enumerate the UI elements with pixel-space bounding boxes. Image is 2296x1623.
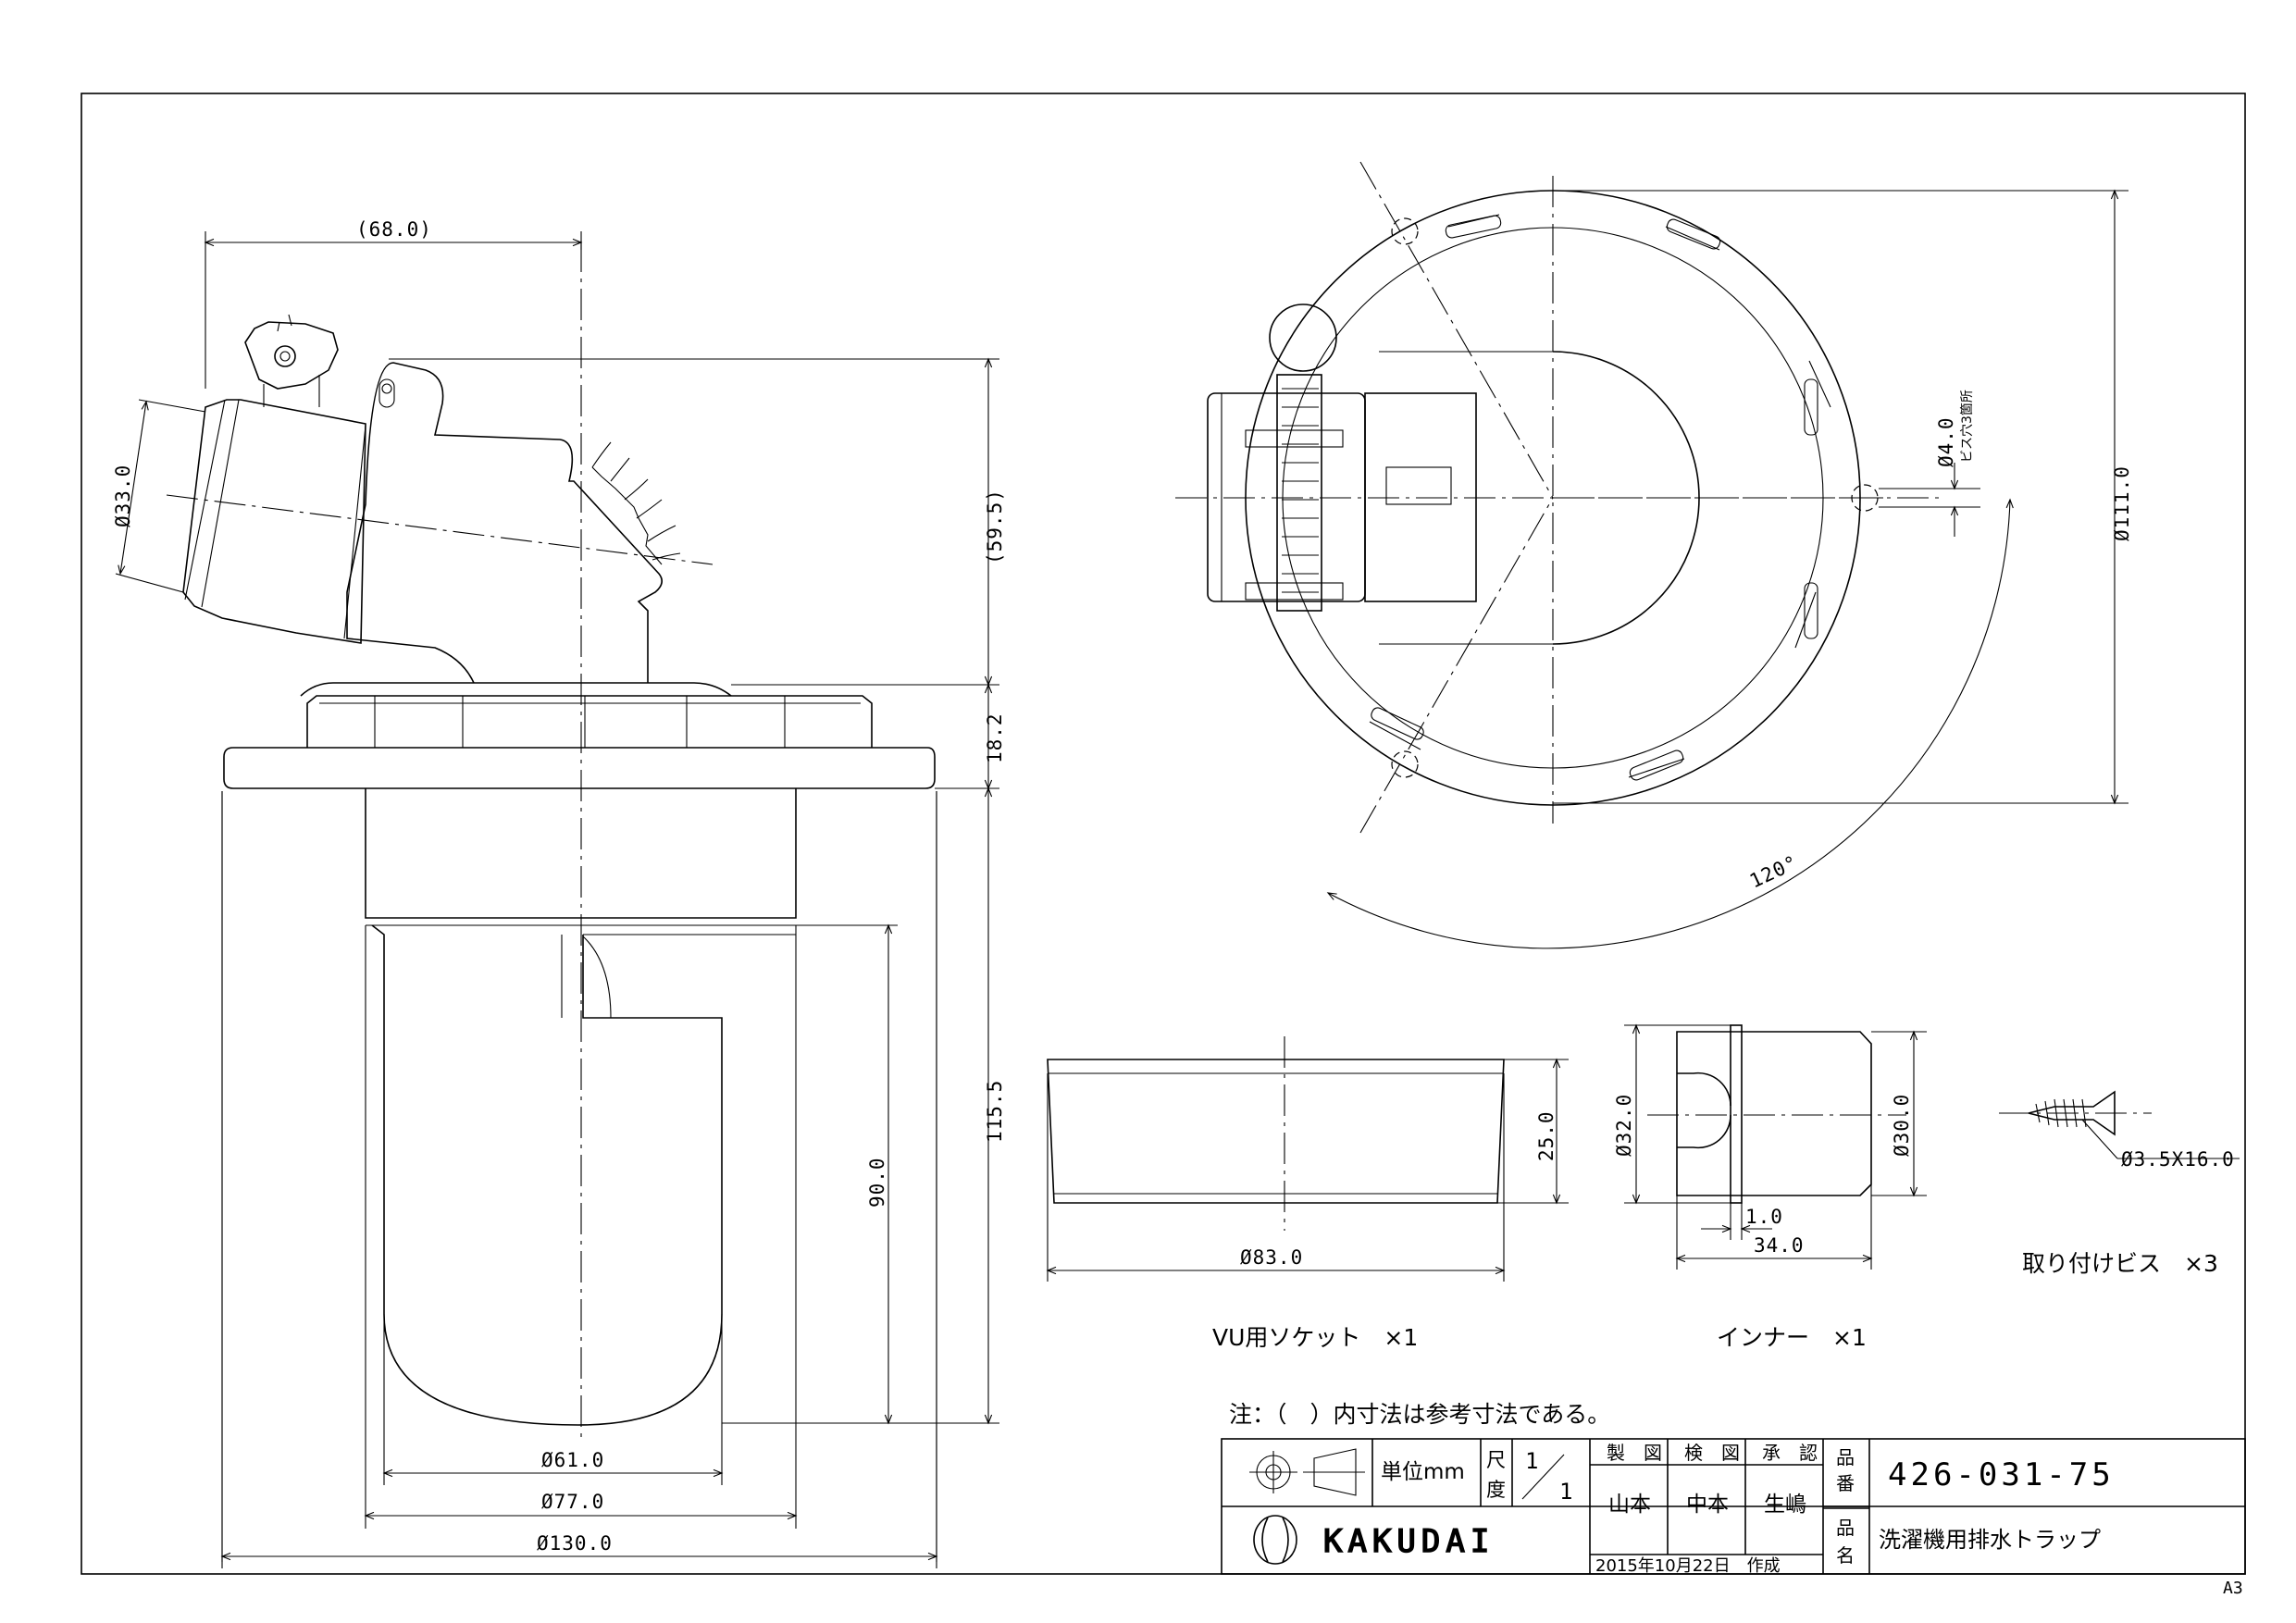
scale-numerator: 1 <box>1525 1448 1538 1474</box>
scale-label-1: 尺 <box>1486 1449 1506 1471</box>
dim-34: 34.0 <box>1754 1234 1805 1257</box>
dim-32: Ø32.0 <box>1613 1094 1635 1157</box>
screw-shape <box>2028 1090 2116 1136</box>
dim-83: Ø83.0 <box>1240 1246 1303 1269</box>
projection-symbol-icon <box>1249 1448 1365 1496</box>
dim-111: Ø111.0 <box>2111 465 2133 541</box>
paper-size: A3 <box>2223 1579 2243 1598</box>
inner-view: Ø32.0 Ø30.0 1.0 34.0 インナー ×1 <box>1613 1023 1927 1351</box>
kakudai-logo-icon <box>1253 1515 1297 1565</box>
drawing-frame <box>81 93 2246 1575</box>
dim-130: Ø130.0 <box>537 1532 613 1555</box>
dim-61: Ø61.0 <box>541 1449 604 1471</box>
reference-note: 注：（ ）内寸法は参考寸法である。 <box>1229 1401 1610 1428</box>
screw-view: Ø3.5X16.0 取り付けビス ×3 <box>1999 1090 2240 1277</box>
part-name: 洗濯機用排水トラップ <box>1879 1527 2101 1553</box>
dim-angle: 120° <box>1746 851 1802 893</box>
drawn-by: 山本 <box>1608 1493 1651 1517</box>
top-view: Ø111.0 Ø4.0 ビス穴3箇所 120° <box>1175 161 2133 949</box>
approved-by: 生嶋 <box>1764 1493 1806 1517</box>
dim-68: (68.0) <box>356 218 432 241</box>
part-name-label-1: 品 <box>1836 1517 1855 1539</box>
scale-denominator: 1 <box>1559 1479 1572 1505</box>
screw-label: 取り付けビス ×3 <box>2022 1250 2218 1277</box>
inner-body <box>1676 1031 1872 1196</box>
dim-77: Ø77.0 <box>541 1491 604 1513</box>
clamp-bolt <box>274 345 296 367</box>
top-clamp-knob <box>1269 304 1337 372</box>
checked-by: 中本 <box>1686 1493 1729 1517</box>
title-block: 単位mm 尺 度 1 1 製 図 検 図 承 認 山本 中本 生嶋 品 番 42… <box>1221 1438 2246 1576</box>
dim-1: 1.0 <box>1745 1206 1783 1228</box>
scale-label-2: 度 <box>1486 1479 1506 1501</box>
part-no-label-1: 品 <box>1836 1446 1855 1468</box>
trap-flange <box>223 747 936 789</box>
part-no-label-2: 番 <box>1836 1472 1855 1494</box>
dim-screw: Ø3.5X16.0 <box>2121 1148 2235 1171</box>
socket-view: 25.0 Ø83.0 VU用ソケット ×1 <box>1046 1036 1569 1351</box>
trap-nut <box>306 695 873 748</box>
dim-59-5: (59.5) <box>984 489 1006 564</box>
part-name-label-2: 名 <box>1836 1544 1855 1567</box>
trap-cup <box>371 924 723 1426</box>
dim-115-5: 115.5 <box>984 1080 1006 1143</box>
header-approved: 承 認 <box>1762 1442 1818 1464</box>
screw-hole-note: ビス穴3箇所 <box>1959 390 1975 463</box>
trap-hose-end <box>182 399 366 644</box>
creation-date: 2015年10月22日 作成 <box>1595 1556 1781 1576</box>
socket-body <box>1047 1059 1505 1204</box>
dim-4: Ø4.0 <box>1935 416 1957 467</box>
part-number: 426-031-75 <box>1888 1456 2115 1493</box>
socket-label: VU用ソケット ×1 <box>1212 1324 1418 1351</box>
brand-name: KAKUDAI <box>1323 1523 1495 1560</box>
side-view: (68.0) Ø33.0 (59.5) 18.2 115.5 90.0 Ø61.… <box>112 218 1006 1568</box>
dim-33: Ø33.0 <box>112 465 134 527</box>
inner-label: インナー ×1 <box>1717 1324 1867 1351</box>
dim-90: 90.0 <box>866 1157 888 1208</box>
trap-elbow <box>346 362 663 684</box>
header-checked: 検 図 <box>1684 1442 1740 1464</box>
dim-25: 25.0 <box>1535 1110 1558 1161</box>
header-drawn: 製 図 <box>1607 1442 1662 1464</box>
unit-label: 単位mm <box>1381 1460 1465 1484</box>
dim-30: Ø30.0 <box>1891 1094 1913 1157</box>
dim-18-2: 18.2 <box>984 712 1006 763</box>
